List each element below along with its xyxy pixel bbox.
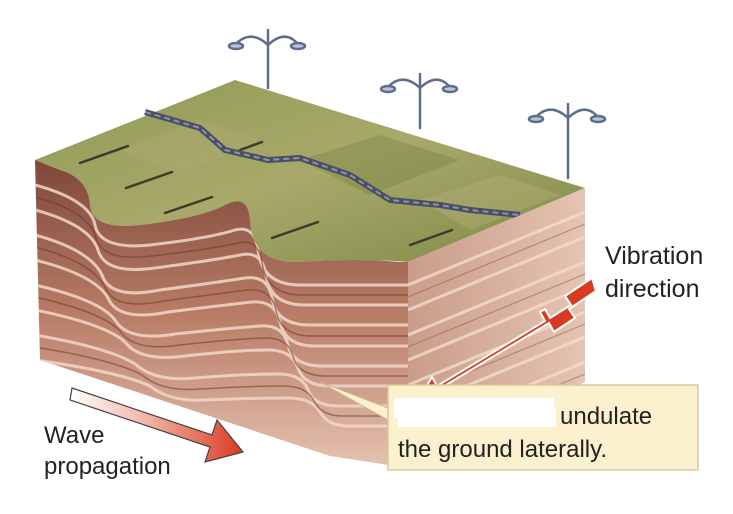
vibration-label-line1: Vibration [605, 242, 704, 270]
redacted-term-blank [398, 408, 556, 427]
wave-label-line2: propagation [44, 453, 171, 480]
ground-cracks [78, 140, 454, 247]
callout-line1-text: undulate [560, 403, 653, 430]
callout-line1: undulate [398, 400, 698, 433]
vibration-label-line2: direction [605, 275, 700, 303]
ground-surface [35, 80, 585, 262]
vibration-direction-label: Vibration direction [605, 240, 703, 306]
street-lamp-icon [379, 72, 459, 130]
wave-propagation-label: Wave propagation [44, 420, 171, 482]
callout-line2: the ground laterally. [398, 436, 608, 463]
street-lamp-icon [227, 28, 307, 90]
callout-text: undulate the ground laterally. [398, 400, 698, 466]
wave-label-line1: Wave [44, 422, 105, 449]
wave-propagation-arrow-icon [69, 387, 245, 463]
street-lamp-icon [527, 102, 607, 180]
